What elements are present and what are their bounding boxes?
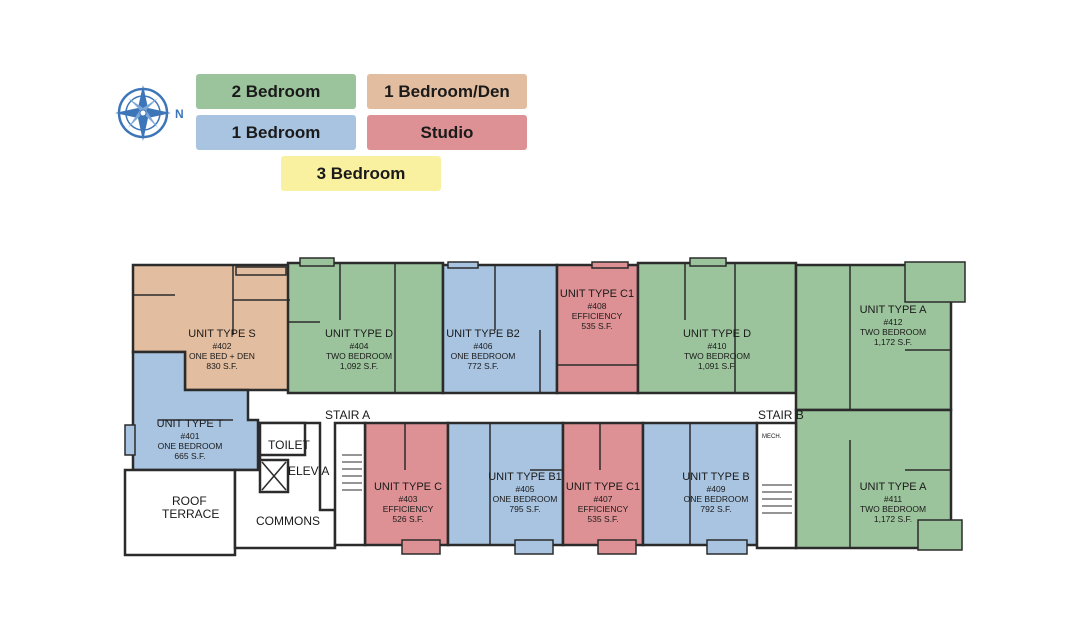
unit-401-number: #401 (181, 431, 200, 441)
legend-3-bedroom: 3 Bedroom (281, 156, 441, 191)
toilet-area (258, 421, 307, 457)
legend-2-bedroom: 2 Bedroom (196, 74, 356, 109)
unit-401-title: UNIT TYPE T (157, 418, 224, 430)
unit-410-sf: 1,091 S.F. (698, 361, 736, 371)
unit-405-area (446, 421, 565, 547)
unit-402-kind: ONE BED + DEN (189, 351, 255, 361)
unit-404-title: UNIT TYPE D (325, 328, 393, 340)
unit-408-number: #408 (588, 301, 607, 311)
unit-404-area (286, 261, 445, 395)
unit-412-kind: TWO BEDROOM (860, 327, 926, 337)
unit-402-sf: 830 S.F. (206, 361, 237, 371)
unit-407-sf: 535 S.F. (587, 514, 618, 524)
unit-403-sf: 526 S.F. (392, 514, 423, 524)
unit-404-sf: 1,092 S.F. (340, 361, 378, 371)
unit-402-title: UNIT TYPE S (188, 328, 255, 340)
stair-a-area (333, 421, 367, 547)
unit-401-sf: 665 S.F. (174, 451, 205, 461)
unit-404-kind: TWO BEDROOM (326, 351, 392, 361)
unit-412-title: UNIT TYPE A (860, 304, 928, 316)
unit-406-sf: 772 S.F. (467, 361, 498, 371)
unit-411-sf: 1,172 S.F. (874, 514, 912, 524)
compass-rose-icon (115, 85, 171, 141)
unit-408-kind: EFFICIENCY (572, 311, 623, 321)
unit-406-title: UNIT TYPE B2 (446, 328, 520, 340)
unit-410-kind: TWO BEDROOM (684, 351, 750, 361)
unit-411-number: #411 (884, 494, 903, 504)
unit-410-title: UNIT TYPE D (683, 328, 751, 340)
unit-411-kind: TWO BEDROOM (860, 504, 926, 514)
unit-408-area (555, 263, 640, 395)
unit-403-kind: EFFICIENCY (383, 504, 434, 514)
unit-403-number: #403 (399, 494, 418, 504)
unit-409-title: UNIT TYPE B (682, 471, 749, 483)
elevator-label: ELEV A (288, 464, 329, 478)
unit-407-kind: EFFICIENCY (578, 504, 629, 514)
unit-404-number: #404 (350, 341, 369, 351)
unit-405-title: UNIT TYPE B1 (488, 471, 562, 483)
unit-405-number: #405 (516, 484, 535, 494)
commons-label: COMMONS (256, 514, 320, 528)
unit-412-sf: 1,172 S.F. (874, 337, 912, 347)
unit-411-title: UNIT TYPE A (860, 481, 928, 493)
unit-406-number: #406 (474, 341, 493, 351)
unit-408-sf: 535 S.F. (581, 321, 612, 331)
unit-403-area (363, 421, 450, 547)
unit-409-number: #409 (707, 484, 726, 494)
roof-terrace-area (123, 468, 237, 557)
legend-1-bedroom-den: 1 Bedroom/Den (367, 74, 527, 109)
legend-studio: Studio (367, 115, 527, 150)
unit-409-sf: 792 S.F. (700, 504, 731, 514)
stair-b-label: STAIR B (758, 408, 804, 422)
unit-407-number: #407 (594, 494, 613, 504)
unit-406-area (441, 263, 559, 395)
stair-a-label: STAIR A (325, 408, 370, 422)
unit-401-kind: ONE BEDROOM (158, 441, 223, 451)
legend-1-bedroom: 1 Bedroom (196, 115, 356, 150)
unit-405-sf: 795 S.F. (509, 504, 540, 514)
unit-409-kind: ONE BEDROOM (684, 494, 749, 504)
unit-402-number: #402 (213, 341, 232, 351)
toilet-label: TOILET (268, 438, 310, 452)
unit-405-kind: ONE BEDROOM (493, 494, 558, 504)
compass-north-label: N (175, 107, 184, 121)
roof-terrace-label-2: TERRACE (162, 507, 219, 521)
unit-407-title: UNIT TYPE C1 (566, 481, 640, 493)
unit-403-title: UNIT TYPE C (374, 481, 442, 493)
unit-406-kind: ONE BEDROOM (451, 351, 516, 361)
mech-label: MECH. (762, 434, 782, 440)
unit-410-area (636, 261, 798, 395)
unit-409-area (641, 421, 759, 547)
unit-412-number: #412 (884, 317, 903, 327)
roof-terrace-label-1: ROOF (172, 494, 207, 508)
unit-410-number: #410 (708, 341, 727, 351)
unit-408-title: UNIT TYPE C1 (560, 288, 634, 300)
